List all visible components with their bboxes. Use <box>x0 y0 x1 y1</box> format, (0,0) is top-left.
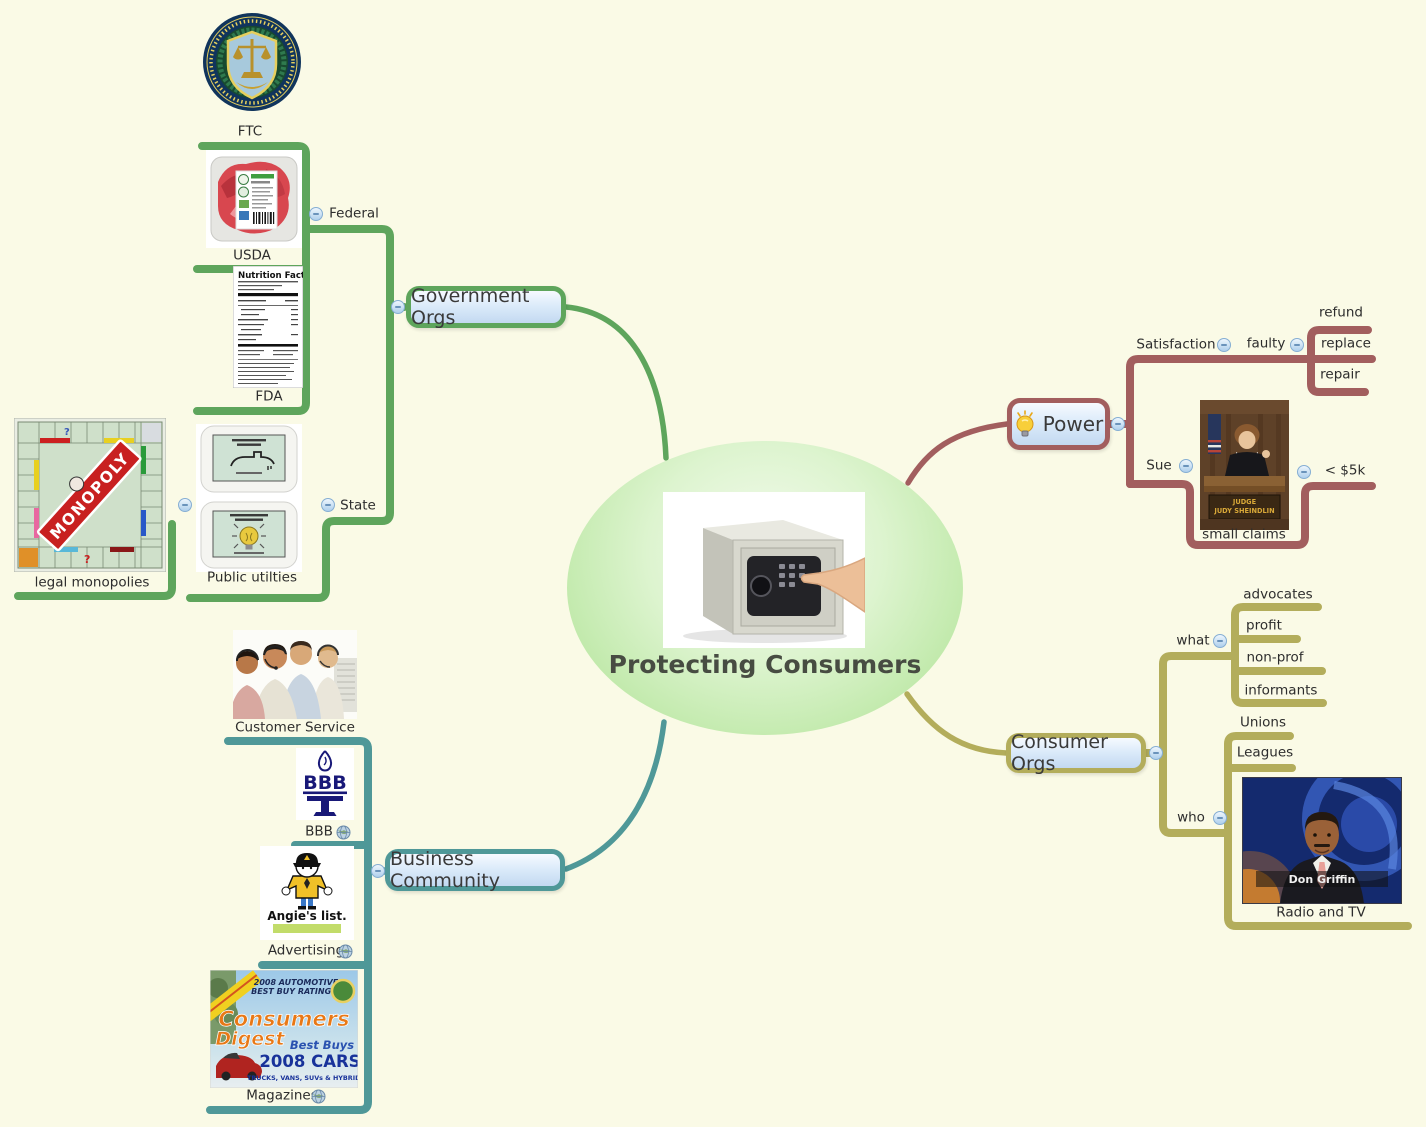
angies-list-image[interactable]: Angie's list. <box>260 846 354 940</box>
cd-topline1: 2008 AUTOMOTIVE <box>254 978 339 987</box>
topic-replace[interactable]: replace <box>1321 335 1371 352</box>
monopoly-board-image[interactable]: ? ? MONOPOLY <box>14 418 166 572</box>
cd-bestbuys: Best Buys <box>290 1038 354 1052</box>
collapse-icon-small-claims[interactable] <box>1297 465 1311 479</box>
topic-federal[interactable]: Federal <box>329 205 379 222</box>
topic-satisfaction[interactable]: Satisfaction <box>1136 336 1216 353</box>
collapse-icon-power[interactable] <box>1111 417 1125 431</box>
node-government-orgs-label: Government Orgs <box>411 285 530 329</box>
topic-profit[interactable]: profit <box>1246 617 1282 634</box>
don-griffin-image[interactable]: Don Griffin <box>1242 777 1402 904</box>
collapse-icon-consumer[interactable] <box>1149 746 1163 760</box>
curve-consumer <box>904 691 1009 756</box>
topic-unions[interactable]: Unions <box>1239 714 1287 731</box>
topic-fda[interactable]: FDA <box>255 388 283 405</box>
node-business-community[interactable]: Business Community <box>385 848 565 892</box>
lightbulb-icon <box>1016 410 1034 437</box>
ftc-seal-image[interactable] <box>202 8 302 120</box>
topic-non-prof[interactable]: non-prof <box>1246 649 1304 666</box>
nutrition-facts-text: Nutrition Facts <box>238 271 303 281</box>
judge-judy-image[interactable]: JUDGE JUDY SHEINDLIN <box>1200 400 1289 530</box>
topic-customer-service[interactable]: Customer Service <box>235 719 355 736</box>
node-government-orgs[interactable]: Government Orgs <box>406 285 566 329</box>
cd-title2: Digest <box>215 1028 285 1050</box>
fda-nutrition-label-image[interactable]: Nutrition Facts <box>233 266 303 388</box>
node-consumer-orgs-label: Consumer Orgs <box>1011 731 1108 775</box>
pointing-hand <box>800 557 865 613</box>
collapse-icon-what[interactable] <box>1213 634 1227 648</box>
topic-refund[interactable]: refund <box>1319 304 1363 321</box>
hyperlink-globe-icon-bbb[interactable] <box>336 825 351 840</box>
topic-under-5k[interactable]: < $5k <box>1324 462 1366 479</box>
public-utilities-cards-image[interactable] <box>196 424 302 572</box>
monopoly-question-red: ? <box>84 553 90 566</box>
topic-repair[interactable]: repair <box>1320 366 1360 383</box>
topic-state[interactable]: State <box>340 497 376 514</box>
topic-who[interactable]: who <box>1177 809 1205 826</box>
collapse-icon-satisfaction[interactable] <box>1217 338 1231 352</box>
collapse-icon-legal-monopolies[interactable] <box>178 498 192 512</box>
topic-public-utilities[interactable]: Public utilties <box>207 569 297 586</box>
cd-topline2: BEST BUY RATINGS <box>251 987 337 996</box>
node-consumer-orgs[interactable]: Consumer Orgs <box>1006 731 1146 775</box>
angies-list-text: Angie's list. <box>267 909 346 923</box>
topic-bbb[interactable]: BBB <box>305 823 333 840</box>
collapse-icon-who[interactable] <box>1213 811 1227 825</box>
don-griffin-caption: Don Griffin <box>1289 873 1356 886</box>
collapse-icon-business[interactable] <box>371 864 385 878</box>
customer-service-image[interactable] <box>233 630 357 719</box>
topic-ftc[interactable]: FTC <box>237 123 263 140</box>
curve-business <box>563 719 667 872</box>
judge-nameplate-line2: JUDY SHEINDLIN <box>1213 507 1274 515</box>
cd-bottomline: TRUCKS, VANS, SUVs & HYBRIDS <box>247 1074 358 1082</box>
node-power[interactable]: Power <box>1007 398 1110 450</box>
usda-meat-image[interactable] <box>206 150 302 248</box>
topic-informants[interactable]: informants <box>1244 682 1318 699</box>
collapse-icon-sue[interactable] <box>1179 459 1193 473</box>
collapse-icon-federal[interactable] <box>309 207 323 221</box>
topic-advocates[interactable]: advocates <box>1243 586 1313 603</box>
topic-leagues[interactable]: Leagues <box>1236 744 1294 761</box>
curve-power <box>905 421 1010 486</box>
collapse-icon-faulty[interactable] <box>1290 338 1304 352</box>
safe-image[interactable] <box>663 492 865 648</box>
bbb-logo-text: BBB <box>303 772 346 794</box>
bbb-logo-image[interactable]: BBB <box>296 748 354 820</box>
topic-usda[interactable]: USDA <box>233 247 271 264</box>
topic-magazines[interactable]: Magazines <box>246 1087 318 1104</box>
topic-radio-and-tv[interactable]: Radio and TV <box>1276 904 1366 921</box>
node-power-label: Power <box>1042 412 1104 436</box>
central-topic-title[interactable]: Protecting Consumers <box>608 650 922 679</box>
judge-nameplate-line1: JUDGE <box>1232 498 1257 506</box>
collapse-icon-state[interactable] <box>321 498 335 512</box>
topic-what[interactable]: what <box>1176 632 1210 649</box>
topic-faulty[interactable]: faulty <box>1246 335 1286 352</box>
cd-title1: Consumers <box>218 1007 349 1031</box>
node-business-community-label: Business Community <box>390 848 500 892</box>
consumers-digest-image[interactable]: 2008 AUTOMOTIVE BEST BUY RATINGS Consume… <box>210 970 358 1088</box>
topic-advertising[interactable]: Advertising <box>267 942 345 959</box>
cd-cars: 2008 CARS <box>259 1052 358 1071</box>
topic-sue[interactable]: Sue <box>1146 457 1172 474</box>
curve-government <box>563 304 669 461</box>
hyperlink-globe-icon-advertising[interactable] <box>338 944 353 959</box>
monopoly-question-blue: ? <box>64 427 70 438</box>
hyperlink-globe-icon-magazines[interactable] <box>311 1089 326 1104</box>
topic-small-claims[interactable]: small claims <box>1202 526 1286 543</box>
topic-legal-monopolies[interactable]: legal monopolies <box>34 574 150 591</box>
collapse-icon-government[interactable] <box>391 300 405 314</box>
